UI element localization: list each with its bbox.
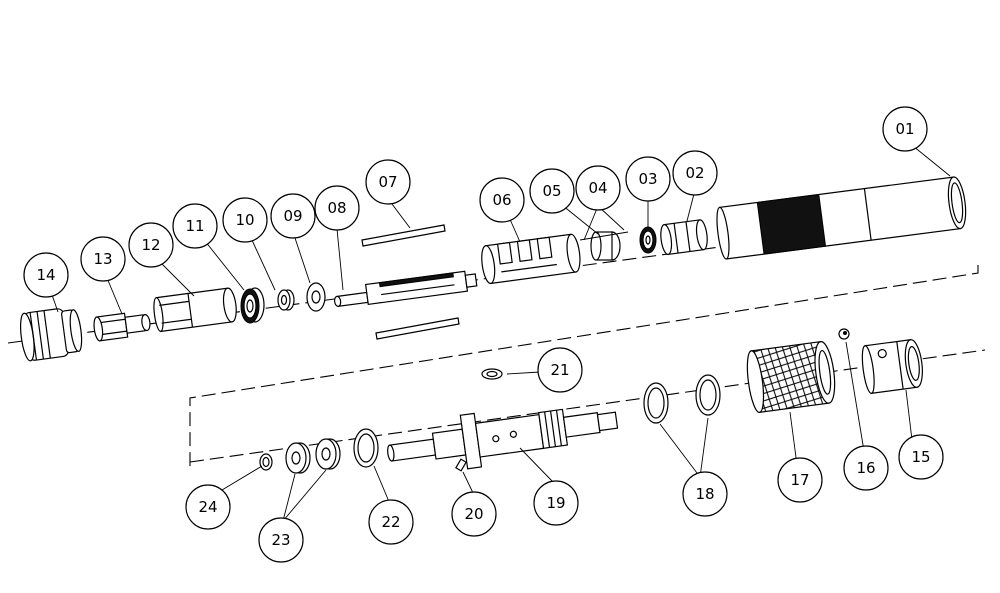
part-06-cylinder	[481, 233, 581, 285]
callout-18: 18	[682, 471, 728, 517]
callout-label-12: 12	[141, 236, 160, 254]
callout-label-23: 23	[271, 531, 290, 549]
callout-label-15: 15	[911, 448, 930, 466]
callout-22: 22	[368, 499, 414, 545]
callout-10: 10	[222, 197, 268, 243]
callout-label-22: 22	[381, 513, 400, 531]
callout-14: 14	[23, 252, 69, 298]
callout-09: 09	[270, 193, 316, 239]
part-07-vanes	[361, 224, 460, 340]
callout-01: 01	[882, 106, 928, 152]
callout-16: 16	[843, 445, 889, 491]
leader-lines	[50, 145, 951, 522]
part-01-handle	[716, 176, 967, 260]
part-13-coupler	[93, 312, 151, 342]
part-11-bearing	[240, 287, 265, 324]
part-22-o-ring	[353, 428, 379, 468]
callout-label-13: 13	[93, 250, 112, 268]
callout-label-20: 20	[464, 505, 483, 523]
callout-06: 06	[479, 177, 525, 223]
callout-label-14: 14	[36, 266, 55, 284]
callout-11: 11	[172, 203, 218, 249]
part-05-end-plate	[579, 231, 629, 261]
part-14-collet-nut	[19, 308, 83, 362]
part-02-rear-cap	[660, 219, 708, 256]
callout-label-09: 09	[283, 207, 302, 225]
part-19-spindle	[387, 408, 619, 470]
callout-label-10: 10	[235, 211, 254, 229]
callout-03: 03	[625, 156, 671, 202]
continuation-frame-line	[189, 265, 979, 472]
part-09-washer	[306, 282, 326, 312]
callout-label-16: 16	[856, 459, 875, 477]
callout-label-04: 04	[588, 179, 607, 197]
callout-label-08: 08	[327, 199, 346, 217]
callout-label-17: 17	[790, 471, 809, 489]
part-24-o-ring	[259, 453, 273, 471]
part-23-bearings	[285, 438, 341, 474]
callout-24: 24	[185, 484, 231, 530]
part-18-o-rings	[643, 374, 721, 424]
callout-label-06: 06	[492, 191, 511, 209]
callout-15: 15	[898, 434, 944, 480]
part-03-bearing	[639, 226, 657, 254]
callout-label-19: 19	[546, 494, 565, 512]
callout-05: 05	[529, 168, 575, 214]
part-10-spacer	[277, 289, 295, 311]
callout-04: 04	[575, 165, 621, 211]
callout-label-11: 11	[185, 217, 204, 235]
callout-label-21: 21	[550, 361, 569, 379]
callout-label-07: 07	[378, 173, 397, 191]
callout-02: 02	[672, 150, 718, 196]
callout-20: 20	[451, 491, 497, 537]
callout-label-03: 03	[638, 170, 657, 188]
part-21-o-ring	[481, 368, 503, 380]
part-12-sleeve	[153, 287, 237, 333]
callout-label-24: 24	[198, 498, 217, 516]
callout-23: 23	[258, 517, 304, 563]
callout-label-02: 02	[685, 164, 704, 182]
part-08-rotor-shaft	[333, 270, 478, 308]
callout-13: 13	[80, 236, 126, 282]
part-16-ball	[838, 328, 850, 340]
callout-label-18: 18	[695, 485, 714, 503]
callout-08: 08	[314, 185, 360, 231]
callout-19: 19	[533, 480, 579, 526]
callout-label-01: 01	[895, 120, 914, 138]
callout-12: 12	[128, 222, 174, 268]
callout-07: 07	[365, 159, 411, 205]
part-15-front-cap	[861, 339, 923, 395]
callout-label-05: 05	[542, 182, 561, 200]
part-17-knurled-grip	[746, 340, 836, 414]
callout-17: 17	[777, 457, 823, 503]
part-20-pin	[455, 458, 467, 472]
callout-21: 21	[537, 347, 583, 393]
